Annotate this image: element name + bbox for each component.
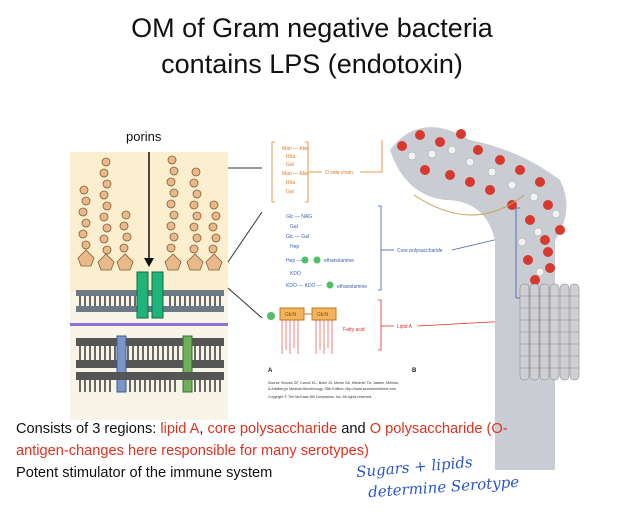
- lipid-a-label: Lipid A: [397, 324, 413, 330]
- svg-text:Gal: Gal: [286, 162, 294, 168]
- svg-text:GlcN: GlcN: [285, 312, 297, 318]
- title-line-2: contains LPS (endotoxin): [161, 49, 463, 79]
- source-line-1: Source: Brooks GF, Carroll KC, Butel JS,…: [268, 381, 399, 385]
- svg-text:Gal: Gal: [286, 189, 294, 195]
- svg-text:Rha: Rha: [286, 154, 295, 160]
- ethanolamine-label-1: ethanolamine: [324, 258, 354, 264]
- svg-text:Gal: Gal: [290, 224, 298, 230]
- panel-b-label: B: [412, 368, 417, 374]
- svg-text:Glc — Gal: Glc — Gal: [286, 234, 309, 240]
- caption-line-1: Consists of 3 regions: lipid A, core pol…: [16, 418, 508, 440]
- ethanolamine-label-2: ethanolamine: [337, 284, 367, 290]
- o-antigen-chain-1: [77, 185, 95, 267]
- caption-o-poly: O polysaccharide (O-: [369, 421, 508, 437]
- porins-label: porins: [126, 129, 162, 144]
- caption-sep-1: ,: [199, 421, 208, 437]
- caption-core: core polysaccharide: [207, 421, 338, 437]
- lps-schematic: Man — Abe Rha Gal Man — Abe Rha Gal O si…: [267, 140, 529, 399]
- slide-title: OM of Gram negative bacteria contains LP…: [0, 10, 624, 82]
- svg-text:Hep —: Hep —: [286, 258, 302, 264]
- source-line-3: Copyright © The McGraw-Hill Companies, I…: [268, 395, 372, 399]
- caption-sep-2: and: [337, 421, 370, 437]
- caption-lipid-a: lipid A: [160, 421, 200, 437]
- o-side-chain-label: O side chain: [325, 170, 353, 176]
- caption-line-3: Potent stimulator of the immune system: [16, 465, 273, 481]
- svg-text:KDO — KDO —: KDO — KDO —: [286, 283, 322, 289]
- membrane-illustration: [70, 152, 228, 420]
- svg-text:Glc — NAG: Glc — NAG: [286, 214, 312, 220]
- caption-intro: Consists of 3 regions:: [16, 421, 161, 437]
- outer-membrane: [76, 271, 224, 319]
- panel-a-label: A: [268, 368, 273, 374]
- svg-text:Rha: Rha: [286, 180, 295, 186]
- caption-line-2: antigen-changes here responsible for man…: [16, 443, 369, 459]
- svg-text:Hep: Hep: [290, 244, 299, 250]
- svg-text:Man — Abe: Man — Abe: [282, 146, 308, 152]
- fatty-acid-label: Fatty acid: [343, 327, 365, 333]
- source-line-2: & Adelberg's Medical Microbiology, 25th …: [268, 387, 396, 391]
- svg-text:GlcN: GlcN: [317, 312, 329, 318]
- peptidoglycan-layer: [70, 323, 228, 326]
- core-poly-label: Core polysaccharide: [397, 248, 443, 254]
- title-line-1: OM of Gram negative bacteria: [131, 13, 493, 43]
- svg-text:KDO: KDO: [290, 271, 301, 277]
- inner-membrane: [76, 335, 224, 393]
- connector-lines: [227, 167, 263, 319]
- space-filling-model: [390, 127, 580, 470]
- svg-text:Man — Abe: Man — Abe: [282, 171, 308, 177]
